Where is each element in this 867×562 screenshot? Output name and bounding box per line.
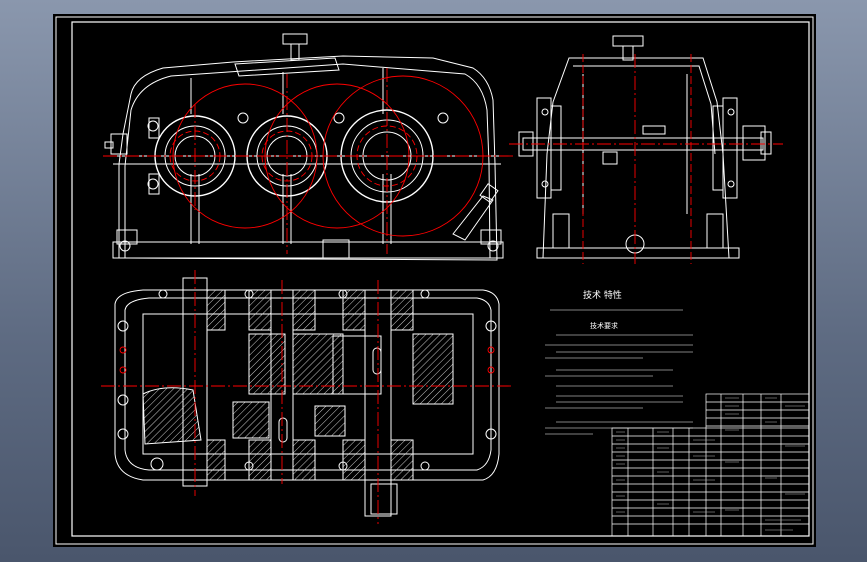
drawing-canvas: 技术 特性 技术要求	[55, 16, 814, 545]
drawing-sheet: 技术 特性 技术要求	[53, 14, 816, 547]
plan-view-centerlines	[101, 270, 513, 524]
front-view	[104, 33, 504, 261]
parts-list-table	[611, 393, 810, 537]
front-view-centerlines	[103, 68, 513, 254]
tech-requirements-title: 技术要求	[590, 321, 618, 330]
inner-frame	[71, 21, 810, 537]
technical-notes: 技术 特性 技术要求	[545, 289, 693, 435]
outer-frame	[55, 16, 814, 545]
parts-list-rows	[612, 401, 809, 525]
side-view-centerlines	[509, 54, 783, 264]
side-view	[518, 35, 772, 259]
tech-characteristics-title: 技术 特性	[583, 289, 622, 301]
plan-section-view	[114, 277, 500, 517]
